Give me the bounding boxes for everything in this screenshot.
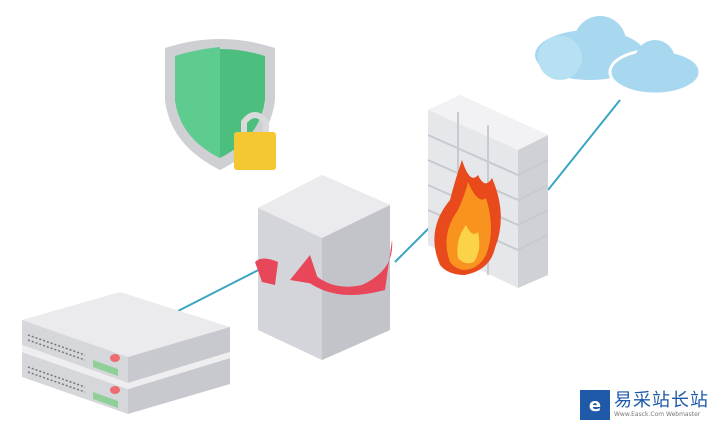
watermark-logo: e (580, 390, 610, 420)
shield-lock-icon (165, 39, 276, 170)
rotate-arrow-icon (255, 240, 393, 295)
watermark-url: Www.Easck.Com Webmaster (614, 411, 701, 418)
watermark: e 易采站长站 Www.Easck.Com Webmaster (580, 388, 715, 422)
rack-server-icon (22, 292, 230, 414)
central-server-icon (255, 175, 393, 360)
watermark-name: 易采站长站 (614, 390, 709, 411)
fire-icon (434, 160, 501, 275)
cloud-icon (535, 16, 702, 96)
firewall-icon (427, 95, 549, 288)
